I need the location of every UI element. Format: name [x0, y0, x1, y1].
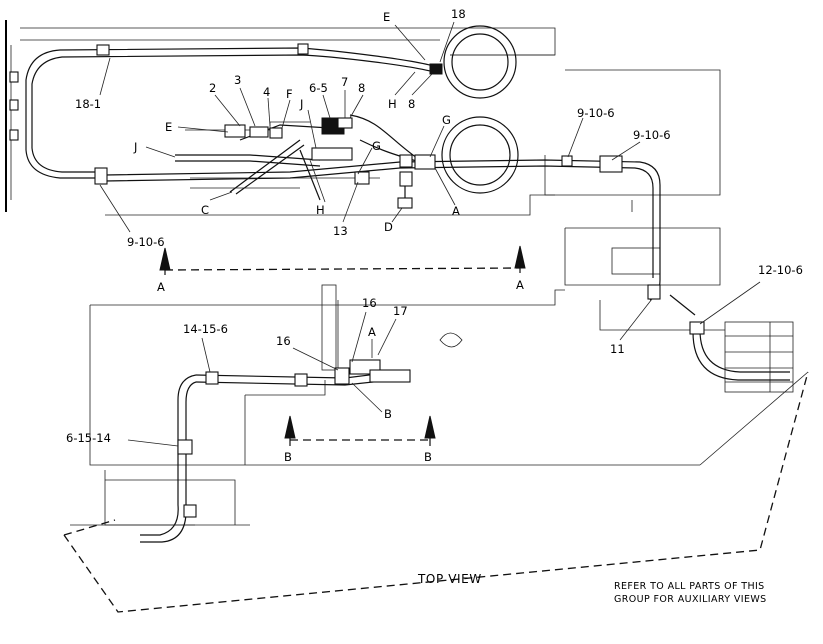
leader-lines [99, 21, 761, 447]
callout-16-lower: 16 [276, 334, 291, 348]
callout-F: F [286, 87, 293, 101]
callout-11: 11 [610, 342, 625, 356]
fittings [9, 43, 705, 518]
callout-14-15-6: 14-15-6 [183, 322, 228, 336]
callout-17: 17 [393, 304, 408, 318]
view-title: TOP VIEW [417, 572, 482, 586]
callout-9-10-6-b: 9-10-6 [633, 128, 671, 142]
callout-A-mid: A [452, 204, 460, 218]
callout-G-lower: G [372, 139, 381, 153]
section-cut-a [159, 245, 526, 275]
callout-18-top: 18 [451, 7, 466, 21]
section-a-right-label: A [516, 278, 524, 292]
callout-H-top: H [388, 97, 397, 111]
callout-H-mid: H [316, 203, 325, 217]
callout-B-mid: B [384, 407, 392, 421]
callout-4: 4 [263, 85, 270, 99]
callout-6-15-14: 6-15-14 [66, 431, 111, 445]
callout-labels: 18 E 18-1 H 8 2 3 4 F 6-5 7 8 J E J G G … [66, 7, 803, 445]
callout-7: 7 [341, 75, 348, 89]
callout-2: 2 [209, 81, 216, 95]
reference-note-line-2: GROUP FOR AUXILIARY VIEWS [614, 594, 767, 605]
section-cut-b [284, 415, 436, 446]
section-labels: A A B B [157, 278, 524, 464]
hose-routes [25, 47, 790, 543]
cylinder-bottom-right [724, 321, 794, 393]
callout-9-10-6-c: 9-10-6 [127, 235, 165, 249]
callout-C: C [201, 203, 209, 217]
callout-8-mid: 8 [358, 81, 365, 95]
tank-circles [439, 25, 519, 348]
callout-3: 3 [234, 73, 241, 87]
section-b-right-label: B [424, 450, 432, 464]
section-a-left-label: A [157, 280, 165, 294]
callout-D: D [384, 220, 393, 234]
callout-E-top: E [383, 10, 390, 24]
callout-G-upper: G [442, 113, 451, 127]
callout-13: 13 [333, 224, 348, 238]
callout-J-left: J [133, 140, 137, 154]
reference-note-line-1: REFER TO ALL PARTS OF THIS [614, 581, 765, 592]
section-b-left-label: B [284, 450, 292, 464]
callout-12-10-6: 12-10-6 [758, 263, 803, 277]
callout-8-top: 8 [408, 97, 415, 111]
callout-A-lower: A [368, 325, 376, 339]
callout-E-left: E [165, 120, 172, 134]
callout-16-upper: 16 [362, 296, 377, 310]
callout-18-1: 18-1 [75, 97, 101, 111]
callout-6-5: 6-5 [309, 81, 328, 95]
callout-J-mid: J [299, 97, 303, 111]
callout-9-10-6-a: 9-10-6 [577, 106, 615, 120]
